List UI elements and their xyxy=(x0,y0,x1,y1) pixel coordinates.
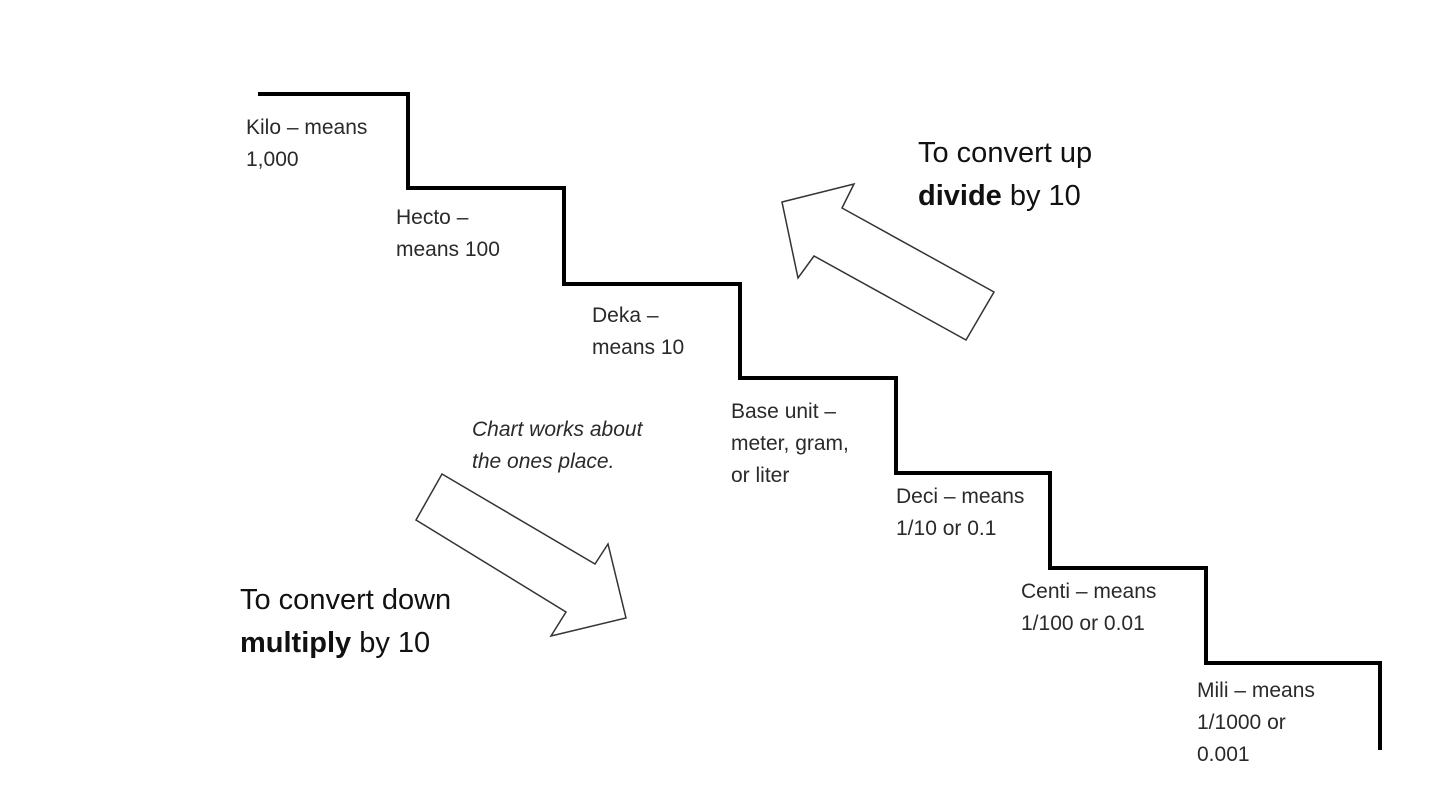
step-label-line: Mili – means xyxy=(1197,679,1315,702)
step-label-line: Hecto – xyxy=(396,206,469,229)
convert-down-operation: multiply xyxy=(240,627,352,659)
convert-down-text: To convert down multiply by 10 xyxy=(240,579,451,665)
step-label-line: Deka – xyxy=(592,304,659,327)
staircase-line xyxy=(258,92,1382,750)
convert-down-line2: multiply by 10 xyxy=(240,622,451,665)
convert-up-operation: divide xyxy=(918,180,1002,212)
step-label-line: 1/10 or 0.1 xyxy=(896,517,997,540)
step-label-hecto: Hecto – means 100 xyxy=(396,202,500,266)
step-label-centi: Centi – means 1/100 or 0.01 xyxy=(1021,576,1156,640)
step-label-line: Centi – means xyxy=(1021,580,1157,603)
step-label-line: means 10 xyxy=(592,336,685,359)
note-line: the ones place. xyxy=(472,450,615,473)
step-label-kilo: Kilo – means 1,000 xyxy=(246,112,367,176)
ones-place-note: Chart works about the ones place. xyxy=(472,414,642,478)
step-label-line: Base unit – xyxy=(731,400,837,423)
step-label-mili: Mili – means 1/1000 or 0.001 xyxy=(1197,675,1315,771)
convert-up-line2: divide by 10 xyxy=(918,175,1092,218)
up-arrow xyxy=(781,182,996,342)
step-label-line: 1,000 xyxy=(246,148,299,171)
convert-down-line1: To convert down xyxy=(240,584,452,616)
down-arrow xyxy=(414,472,627,638)
note-line: Chart works about xyxy=(472,418,643,441)
step-label-line: 1/1000 or xyxy=(1197,711,1286,734)
step-label-line: Kilo – means xyxy=(246,116,368,139)
step-label-deci: Deci – means 1/10 or 0.1 xyxy=(896,481,1024,545)
convert-down-amount: by 10 xyxy=(351,627,431,659)
step-label-line: 1/100 or 0.01 xyxy=(1021,612,1145,635)
step-label-line: meter, gram, xyxy=(731,432,849,455)
step-label-base: Base unit – meter, gram, or liter xyxy=(731,396,849,492)
convert-up-amount: by 10 xyxy=(1001,180,1081,212)
step-label-line: Deci – means xyxy=(896,485,1025,508)
convert-up-line1: To convert up xyxy=(918,137,1093,169)
step-label-deka: Deka – means 10 xyxy=(592,300,684,364)
step-label-line: means 100 xyxy=(396,238,500,261)
step-label-line: 0.001 xyxy=(1197,743,1250,766)
step-label-line: or liter xyxy=(731,464,790,487)
convert-up-text: To convert up divide by 10 xyxy=(918,132,1092,218)
